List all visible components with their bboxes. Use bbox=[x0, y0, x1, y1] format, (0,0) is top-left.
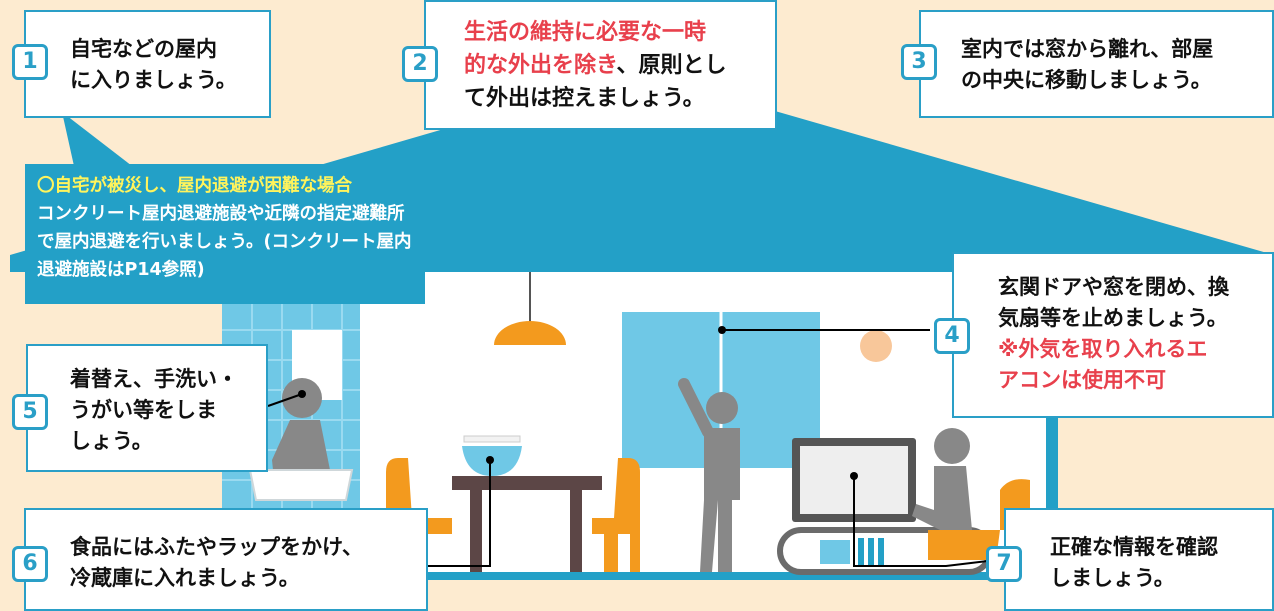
callout-2-text-red: 生活の維持に必要な一時 的な外出を除き bbox=[464, 20, 707, 78]
callout-1-pointer bbox=[62, 112, 132, 166]
callout-5-text: 着替え、手洗い・ うがい等をしま しょう。 bbox=[70, 367, 238, 453]
chair-left bbox=[386, 458, 452, 572]
callout-4-number: 4 bbox=[934, 318, 970, 354]
callout-7-text: 正確な情報を確認 しましょう。 bbox=[1050, 535, 1218, 590]
callout-3-text: 室内では窓から離れ、部屋 の中央に移動しましょう。 bbox=[961, 37, 1214, 92]
dining-table-leg-right bbox=[570, 490, 582, 572]
callout-2-text-plain: 、原則とし て外出は控えましょう。 bbox=[464, 53, 727, 111]
evacuation-note: 〇自宅が被災し、屋内退避が困難な場合 コンクリート屋内退避施設や近隣の指定避難所… bbox=[25, 164, 425, 304]
callout-1-text: 自宅などの屋内 に入りましょう。 bbox=[70, 37, 237, 92]
callout-6-number: 6 bbox=[12, 546, 48, 582]
callout-1: 1 自宅などの屋内 に入りましょう。 bbox=[12, 10, 271, 118]
callout-1-number: 1 bbox=[12, 44, 48, 80]
dining-table-top bbox=[452, 476, 602, 490]
callout-6-text: 食品にはふたやラップをかけ、 冷蔵庫に入れましょう。 bbox=[70, 535, 363, 590]
callout-4: 4 玄関ドアや窓を閉め、換 気扇等を止めましょう。 ※外気を取り入れるエ アコンは… bbox=[934, 252, 1274, 418]
callout-2-text: 生活の維持に必要な一時 的な外出を除き、原則とし て外出は控えましょう。 bbox=[464, 16, 726, 115]
note-heading: 〇自宅が被災し、屋内退避が困難な場合 bbox=[37, 176, 352, 196]
leader-dots bbox=[298, 326, 858, 480]
dining-table-leg-left bbox=[470, 490, 482, 572]
sink bbox=[248, 469, 354, 501]
callout-3: 3 室内では窓から離れ、部屋 の中央に移動しましょう。 bbox=[901, 10, 1274, 118]
books bbox=[858, 538, 884, 566]
sofa bbox=[928, 479, 1030, 560]
wall-clock bbox=[860, 330, 892, 362]
person-standing-body bbox=[700, 428, 740, 572]
chair-right bbox=[592, 458, 640, 572]
person-seated-body bbox=[912, 466, 972, 530]
leader-lines bbox=[267, 329, 997, 567]
note-body: コンクリート屋内退避施設や近隣の指定避難所で屋内退避を行いましょう。(コンクリー… bbox=[37, 204, 412, 280]
callout-5-number: 5 bbox=[12, 394, 48, 430]
ceiling-lamp bbox=[494, 321, 566, 345]
person-standing-head bbox=[706, 392, 738, 424]
callout-5: 5 着替え、手洗い・ うがい等をしま しょう。 bbox=[12, 344, 268, 472]
food-lid bbox=[463, 435, 521, 443]
person-standing-arm bbox=[678, 378, 714, 438]
person-seated-head bbox=[934, 428, 970, 464]
callout-6: 6 食品にはふたやラップをかけ、 冷蔵庫に入れましょう。 bbox=[12, 508, 428, 611]
callout-7: 7 正確な情報を確認 しましょう。 bbox=[986, 508, 1274, 611]
tv-stand-box bbox=[820, 540, 850, 564]
callout-3-number: 3 bbox=[901, 44, 937, 80]
callout-2-number: 2 bbox=[402, 46, 438, 82]
floor bbox=[222, 572, 1058, 580]
callout-4-text-wrap: 玄関ドアや窓を閉め、換 気扇等を止めましょう。 ※外気を取り入れるエ アコンは使用… bbox=[998, 272, 1229, 396]
callout-7-number: 7 bbox=[986, 546, 1022, 582]
callout-4-text-red: ※外気を取り入れるエ アコンは使用不可 bbox=[998, 337, 1208, 392]
callout-2: 2 生活の維持に必要な一時 的な外出を除き、原則とし て外出は控えましょう。 bbox=[402, 0, 777, 130]
callout-4-text: 玄関ドアや窓を閉め、換 気扇等を止めましょう。 bbox=[998, 275, 1229, 330]
